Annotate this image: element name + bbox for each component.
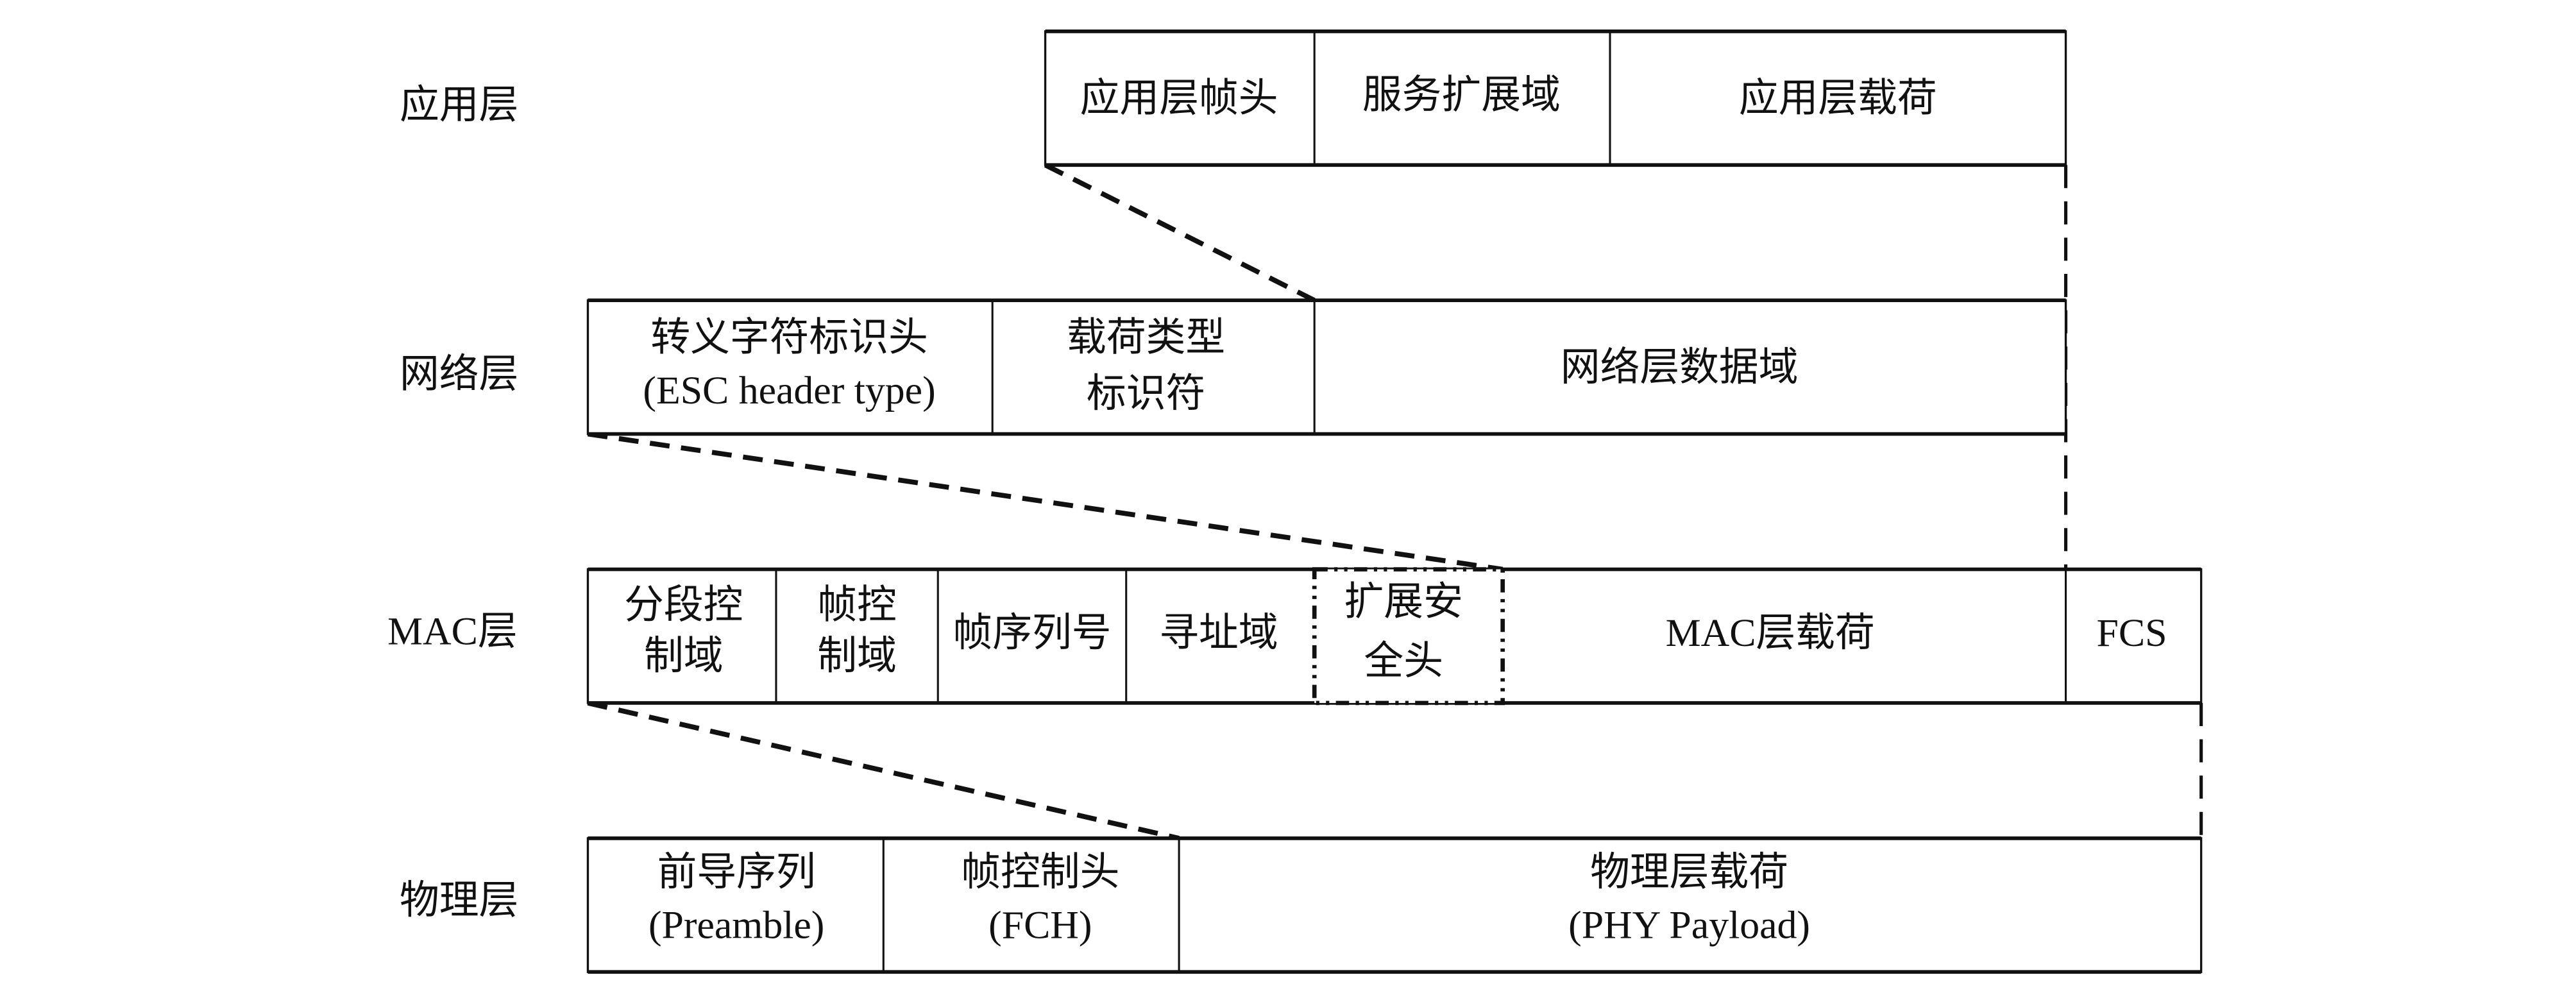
mac-field-security-header-2: 全头 <box>1364 640 1443 683</box>
mac-field-payload: MAC层载荷 <box>1666 611 1875 655</box>
phy-field-preamble: 前导序列 <box>657 851 816 894</box>
network-frame: 转义字符标识头 (ESC header type) 载荷类型 标识符 网络层数据… <box>586 298 2067 436</box>
phy-field-payload: 物理层载荷 <box>1590 851 1788 894</box>
layer-label-mac: MAC层 <box>387 610 518 654</box>
net-field-data: 网络层数据域 <box>1561 346 1799 389</box>
mac-field-segment-control-2: 制域 <box>644 634 724 678</box>
net-field-payload-type-2: 标识符 <box>1087 372 1205 416</box>
layer-label-physical: 物理层 <box>400 879 518 922</box>
app-field-header: 应用层帧头 <box>1080 77 1278 121</box>
mac-field-frame-control-2: 制域 <box>817 634 897 678</box>
phy-field-preamble-en: (Preamble) <box>648 904 824 947</box>
mac-frame: 分段控 制域 帧控 制域 帧序列号 寻址域 扩展安 全头 MAC层载荷 FCS <box>586 567 2203 706</box>
layer-label-network: 网络层 <box>400 352 518 396</box>
net-field-payload-type: 载荷类型 <box>1067 316 1225 360</box>
mac-field-fcs: FCS <box>2097 611 2167 655</box>
application-frame: 应用层帧头 服务扩展域 应用层载荷 <box>1044 30 2067 167</box>
phy-field-payload-en: (PHY Payload) <box>1568 904 1810 947</box>
mac-field-sequence-number: 帧序列号 <box>953 611 1111 655</box>
mac-field-security-header: 扩展安 <box>1344 580 1463 623</box>
connector-mac-to-phy-left <box>587 700 1180 841</box>
layer-label-application: 应用层 <box>400 83 518 127</box>
phy-field-fch-en: (FCH) <box>988 904 1092 947</box>
app-field-service-extension: 服务扩展域 <box>1362 74 1561 117</box>
mac-field-addressing: 寻址域 <box>1159 611 1278 655</box>
mac-field-frame-control: 帧控 <box>817 583 897 627</box>
net-field-esc-header: 转义字符标识头 <box>650 316 928 360</box>
net-field-esc-header-en: (ESC header type) <box>643 369 935 412</box>
extended-security-header-box <box>1312 567 1505 706</box>
connector-network-to-mac-left <box>587 431 1504 572</box>
phy-field-fch: 帧控制头 <box>961 851 1119 894</box>
connector-app-to-network-left <box>1044 162 1316 303</box>
app-field-payload: 应用层载荷 <box>1739 77 1937 121</box>
mapping-connectors <box>587 162 2203 841</box>
mac-field-segment-control: 分段控 <box>624 583 743 627</box>
physical-frame: 前导序列 (Preamble) 帧控制头 (FCH) 物理层载荷 (PHY Pa… <box>586 836 2203 974</box>
